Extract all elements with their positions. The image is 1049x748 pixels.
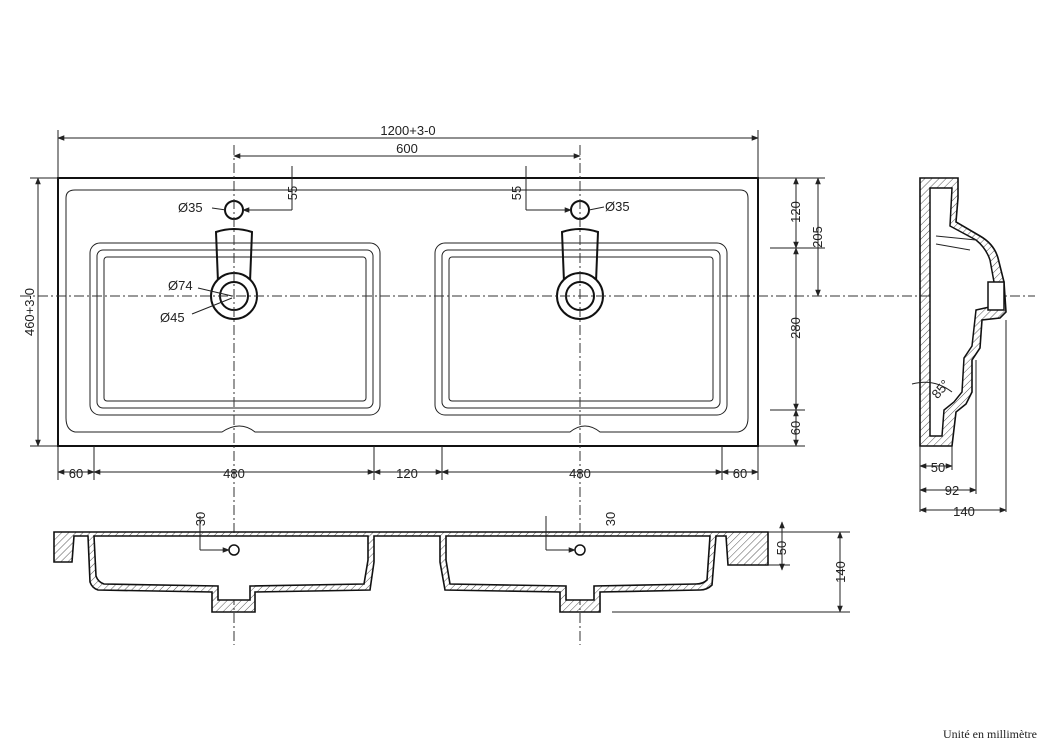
dim-front-140: 140 [833,561,848,583]
left-overflow-channel [214,228,254,283]
side-dimensions [919,320,1007,513]
dim-drain-inner: Ø45 [160,310,185,325]
dim-tap-offset-right: 55 [509,186,524,200]
dim-front-30-left: 30 [193,512,208,526]
side-section-view [911,177,1007,447]
dim-tap-spacing: 600 [396,141,418,156]
left-basin-floor [103,256,367,402]
dim-bottom-center-120: 120 [396,466,418,481]
front-left-tap-hole [228,544,240,556]
plan-view [20,145,1035,645]
left-basin-outer [89,242,381,416]
front-right-tap-hole [574,544,586,556]
dim-bottom-left-480: 480 [223,466,245,481]
dim-right-280: 280 [788,317,803,339]
plan-dimensions [30,130,825,480]
dim-bottom-right-60: 60 [733,466,747,481]
front-dimensions [199,516,850,613]
front-section-view [53,531,769,613]
dim-drain-outer: Ø74 [168,278,193,293]
dim-side-140: 140 [953,504,975,519]
dim-bottom-right-480: 480 [569,466,591,481]
right-overflow-channel [560,228,600,283]
dim-side-92: 92 [945,483,959,498]
unit-note: Unité en millimètre [943,727,1037,741]
right-basin-floor [448,256,714,402]
left-basin-inner [96,249,374,409]
dim-front-30-right: 30 [603,512,618,526]
dim-tap-hole-left: Ø35 [178,200,203,215]
countertop-outline [57,177,759,447]
dim-side-50: 50 [931,460,945,475]
countertop-inner-edge [65,189,749,433]
dimension-labels: 1200+3-0 600 55 55 Ø35 Ø35 Ø74 Ø45 460+3… [22,123,975,583]
right-basin-outer [434,242,728,416]
dim-right-60: 60 [788,421,803,435]
dim-overall-depth: 460+3-0 [22,288,37,336]
dim-front-50: 50 [774,541,789,555]
dim-tap-offset-left: 55 [285,186,300,200]
right-basin-inner [441,249,721,409]
dim-bottom-left-60: 60 [69,466,83,481]
dim-overall-width: 1200+3-0 [380,123,435,138]
dim-right-205: 205 [810,226,825,248]
side-drain-outlet [987,281,1005,311]
dim-tap-hole-right: Ø35 [605,199,630,214]
dim-right-120: 120 [788,201,803,223]
